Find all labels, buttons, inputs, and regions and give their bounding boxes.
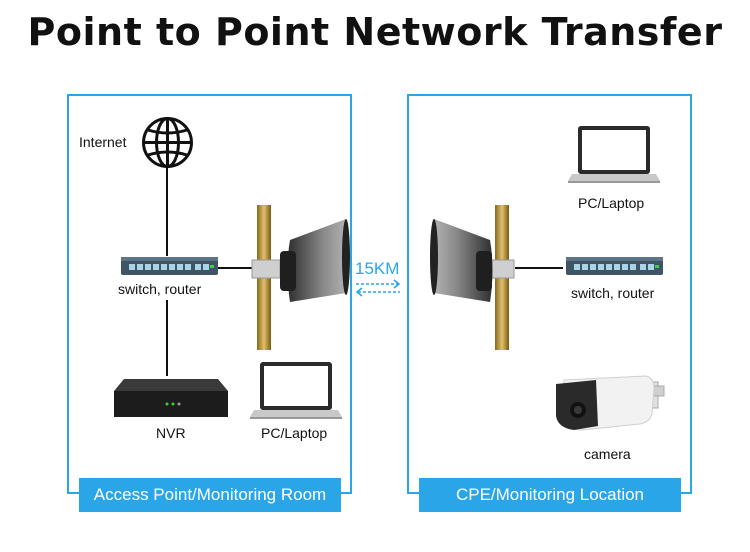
left-panel-label: Access Point/Monitoring Room (79, 478, 341, 512)
switch-nvr-link (166, 300, 168, 376)
globe-icon (142, 117, 193, 168)
switch-icon (566, 257, 663, 275)
link-arrows-icon (355, 279, 401, 297)
laptop-icon (250, 362, 342, 419)
left-pc-label: PC/Laptop (261, 425, 328, 441)
internet-label: Internet (79, 134, 127, 150)
nvr-icon (114, 379, 228, 417)
right-switch-label: switch, router (571, 285, 655, 301)
antenna-dish-icon (430, 205, 515, 350)
switch-icon (121, 257, 218, 275)
laptop-icon (568, 126, 660, 183)
left-switch-label: switch, router (118, 281, 202, 297)
antenna-switch-link-right (515, 267, 563, 269)
switch-antenna-link-left (218, 267, 254, 269)
camera-label: camera (584, 446, 631, 462)
right-panel-label: CPE/Monitoring Location (419, 478, 681, 512)
nvr-label: NVR (156, 425, 186, 441)
camera-icon (556, 375, 665, 431)
link-distance-label: 15KM (355, 259, 400, 278)
diagram-title: Point to Point Network Transfer (27, 10, 723, 54)
internet-switch-link (166, 168, 168, 256)
right-pc-label: PC/Laptop (578, 195, 645, 211)
antenna-dish-icon (251, 205, 350, 350)
